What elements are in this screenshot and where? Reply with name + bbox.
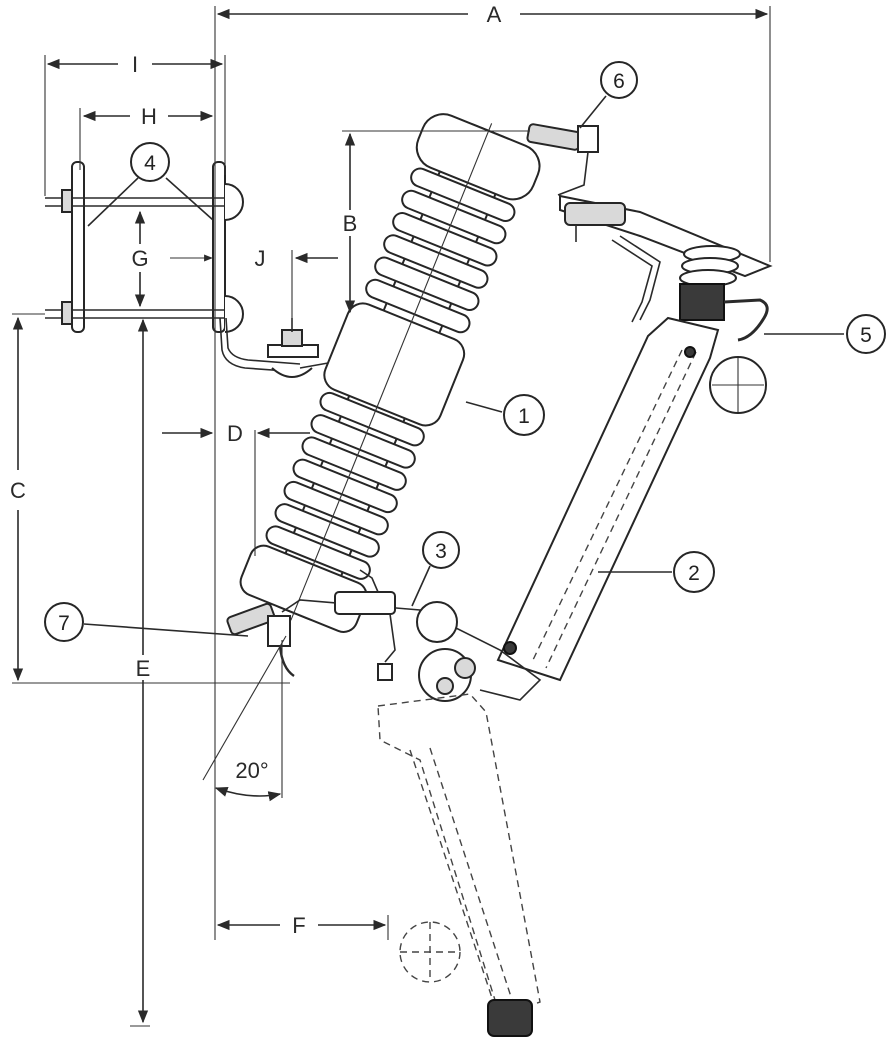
dim-label-c: C [10,478,26,503]
callout-bubble-2 [673,551,715,593]
callout-bubble-4 [130,142,170,182]
callout-bubble-6 [600,61,638,99]
dimension-lines [12,6,771,1027]
attachment-hook [723,298,769,342]
callout-bubble-5 [846,314,886,354]
dropout-fuse-tube-open-position [377,693,541,1037]
dim-label-h: H [141,104,157,129]
callout-number-3: 3 [435,540,447,563]
dim-label-j: J [255,246,266,271]
mounting-bracket [45,161,346,378]
dim-label-f: F [292,913,305,938]
dim-label-e: E [136,656,151,681]
callout-number-7: 7 [58,612,70,635]
dim-label-g: G [131,246,148,271]
dim-label-a: A [487,2,502,27]
bottom-terminal-connector [226,602,295,677]
top-contact-assembly [526,123,773,323]
bottom-hinge-assembly [281,569,542,702]
callout-number-1: 1 [518,405,530,428]
callout-bubble-1 [503,394,545,436]
callout-number-2: 2 [688,562,700,585]
callout-number-6: 6 [613,70,625,93]
callout-bubble-3 [422,531,460,569]
callout-number-4: 4 [144,152,156,175]
dim-label-d: D [227,421,243,446]
callouts: 1 2 3 4 5 6 7 [44,61,886,642]
callout-bubble-7 [44,602,84,642]
angle-label: 20° [235,758,268,783]
dimension-labels: A I H G B J C D E F 20° [10,2,502,938]
porcelain-insulator [239,113,541,633]
callout-number-5: 5 [860,324,872,347]
contact-spring [679,245,741,287]
dim-label-b: B [343,211,358,236]
fuse-tube [496,316,767,682]
dim-label-i: I [132,52,138,77]
